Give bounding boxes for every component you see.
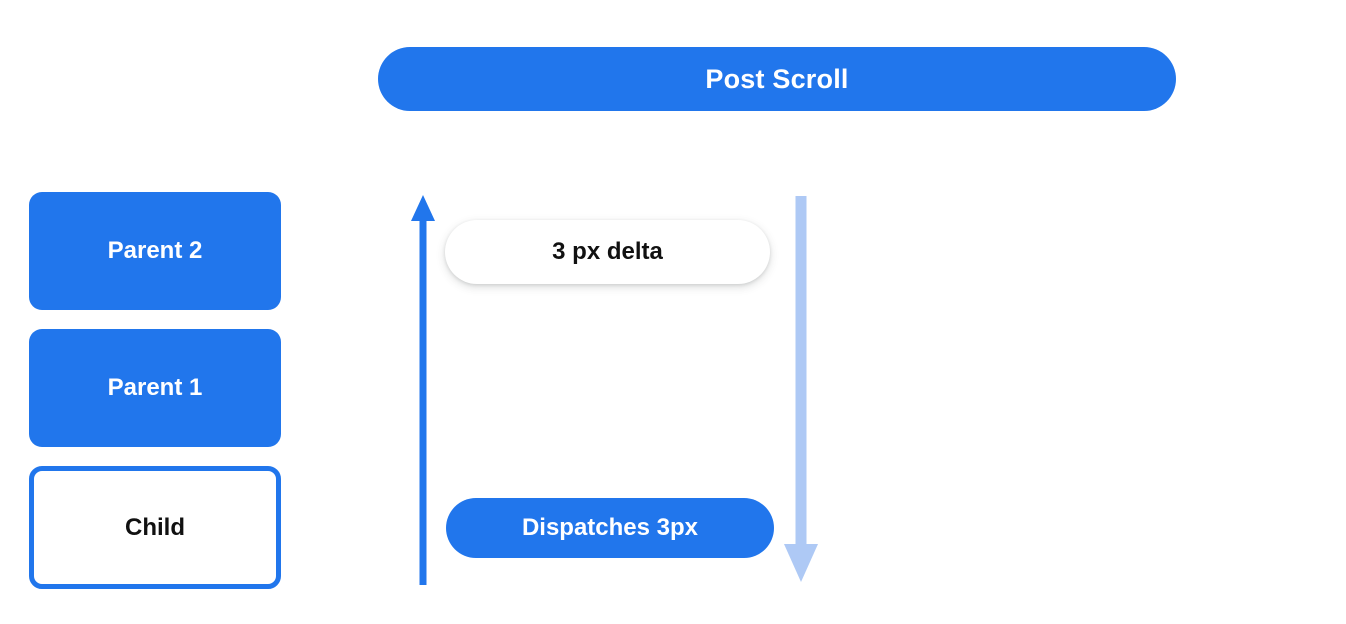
- scroll-bubble-up-arrow-icon: [411, 195, 435, 585]
- node-label-parent-1: Parent 1: [107, 374, 203, 401]
- node-box-parent-2: Parent 2: [29, 192, 281, 310]
- node-label-parent-2: Parent 2: [107, 237, 203, 264]
- dispatch-pill: Dispatches 3px: [446, 498, 774, 558]
- post-scroll-header-label: Post Scroll: [705, 63, 849, 94]
- dispatch-pill-label: Dispatches 3px: [521, 514, 699, 541]
- delta-pill-label: 3 px delta: [552, 238, 663, 265]
- scroll-propagate-down-arrow-icon: [784, 196, 818, 582]
- view-hierarchy-stack: Parent 2 Parent 1 Child: [29, 192, 281, 589]
- post-scroll-header-bar: Post Scroll: [378, 47, 1176, 111]
- delta-pill: 3 px delta: [445, 220, 770, 284]
- node-box-child: Child: [29, 466, 281, 589]
- node-label-child: Child: [125, 513, 185, 541]
- node-box-parent-1: Parent 1: [29, 329, 281, 447]
